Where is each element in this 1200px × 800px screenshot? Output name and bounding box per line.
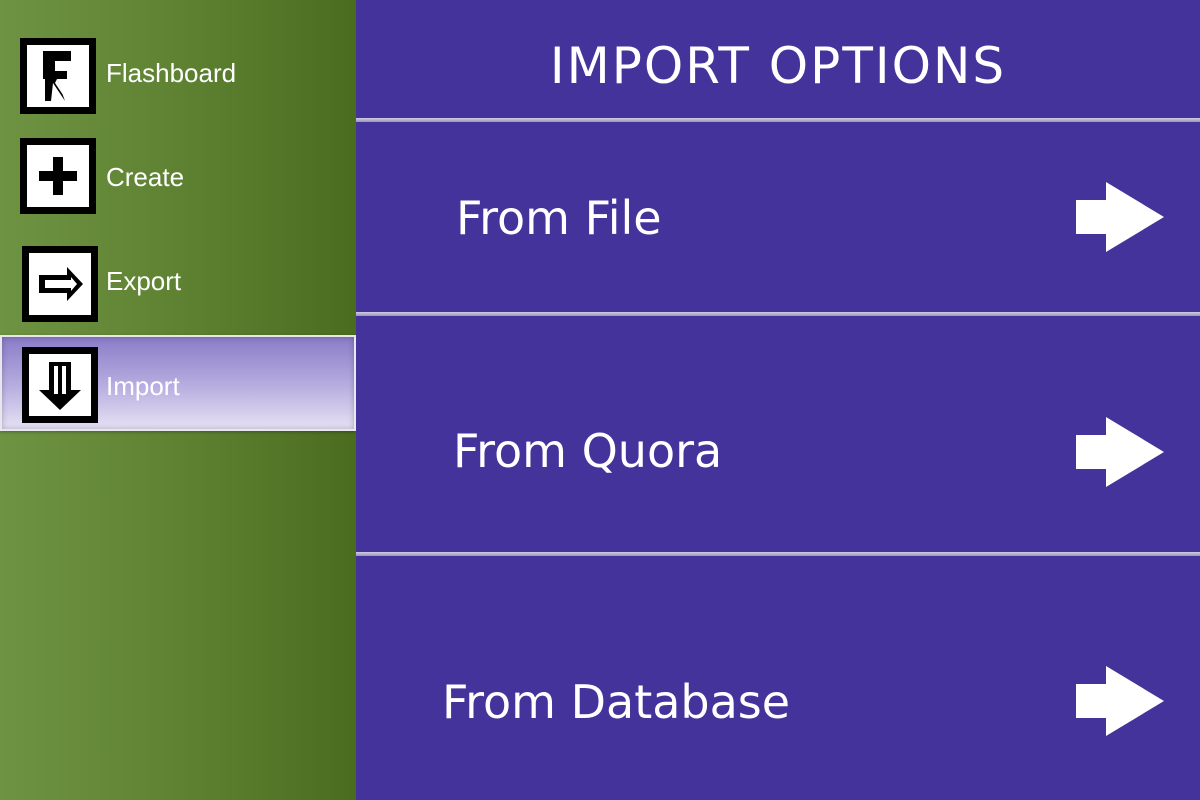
sidebar-item-label: Create: [106, 162, 185, 192]
divider: [356, 552, 1200, 556]
sidebar-item-label: Export: [106, 266, 182, 296]
arrow-right-icon: [1076, 182, 1164, 252]
option-label: From Quora: [453, 424, 723, 478]
arrow-right-icon: [1076, 666, 1164, 736]
option-from-file[interactable]: From File: [356, 122, 1200, 312]
arrow-right-icon: [1076, 417, 1164, 487]
sidebar-item-label: Import: [106, 371, 180, 401]
import-arrow-icon: [22, 347, 98, 423]
option-label: From Database: [442, 675, 791, 729]
main-panel: IMPORT OPTIONS From File From Quora From…: [356, 0, 1200, 800]
sidebar-item-import[interactable]: Import: [0, 335, 356, 431]
flashboard-logo-icon: [20, 38, 96, 114]
option-label: From File: [456, 191, 662, 245]
sidebar: Flashboard Create Export: [0, 0, 356, 800]
option-from-quora[interactable]: From Quora: [356, 316, 1200, 552]
sidebar-item-label: Flashboard: [106, 58, 237, 88]
divider: [356, 312, 1200, 316]
divider: [356, 118, 1200, 122]
page-title: IMPORT OPTIONS: [549, 37, 1007, 95]
sidebar-item-create[interactable]: Create: [0, 138, 356, 234]
export-arrow-icon: [22, 246, 98, 322]
option-from-database[interactable]: From Database: [356, 556, 1200, 800]
plus-icon: [20, 138, 96, 214]
sidebar-item-flashboard[interactable]: Flashboard: [0, 34, 356, 130]
sidebar-item-export[interactable]: Export: [0, 242, 356, 338]
